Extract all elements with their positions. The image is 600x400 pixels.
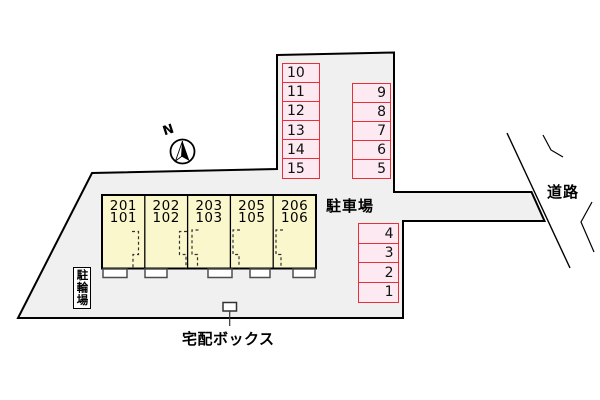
- unit-lower-number: 102: [152, 209, 180, 226]
- unit-lower-number: 106: [280, 209, 309, 226]
- entrance-path: [132, 230, 140, 269]
- compass-icon: [169, 138, 196, 165]
- unit-upper-number: 203: [195, 198, 223, 214]
- unit-lower-number: 105: [238, 209, 266, 226]
- entrance-path: [191, 229, 199, 269]
- road-edge-line: [506, 132, 571, 269]
- porch: [102, 268, 128, 279]
- building-units: 201 101 202 102 203 103 205 105 206 106: [102, 195, 316, 245]
- unit-upper-number: 201: [109, 198, 138, 214]
- porch: [249, 268, 271, 279]
- entrance-path: [232, 229, 240, 269]
- parking-space: 11: [282, 82, 320, 103]
- porch: [207, 268, 233, 279]
- unit-cell: 203 103: [188, 195, 231, 245]
- bicycle-parking-sign: 駐輪場: [73, 267, 91, 309]
- parking-space: 9: [352, 82, 391, 104]
- parking-space: 14: [282, 139, 320, 160]
- unit-lower-number: 103: [195, 209, 223, 226]
- parking-space: 4: [358, 223, 399, 245]
- road-break-mark-icon: [542, 134, 564, 158]
- unit-cell: 205 105: [230, 195, 273, 245]
- parking-space: 13: [282, 120, 320, 141]
- porch: [292, 268, 316, 279]
- unit-cell: 201 101: [102, 195, 145, 245]
- parking-space: 5: [352, 158, 391, 180]
- parking-space: 12: [282, 101, 320, 122]
- parking-space: 1: [358, 281, 399, 303]
- entrance-path: [275, 229, 283, 269]
- unit-cell: 206 106: [273, 195, 316, 245]
- unit-lower-number: 101: [109, 209, 138, 226]
- parking-space: 3: [358, 242, 399, 264]
- parking-space: 2: [358, 262, 399, 284]
- parking-space: 10: [282, 63, 320, 84]
- parking-space: 6: [352, 139, 391, 161]
- bicycle-parking-label: 駐輪場: [75, 269, 90, 307]
- delivery-box-marker: [222, 301, 238, 312]
- unit-cell: 202 102: [145, 195, 188, 245]
- unit-upper-number: 206: [280, 198, 309, 214]
- road-label: 道路: [547, 183, 580, 201]
- unit-upper-number: 205: [238, 198, 266, 214]
- parking-space: 7: [352, 120, 391, 142]
- parking-lot-label: 駐車場: [326, 197, 375, 215]
- porch: [144, 268, 168, 279]
- parking-space: 8: [352, 101, 391, 123]
- unit-upper-number: 202: [152, 198, 180, 214]
- road-break-mark-icon: [580, 201, 595, 253]
- entrance-path: [178, 230, 187, 269]
- parking-space: 15: [282, 158, 320, 180]
- delivery-box-label: 宅配ボックス: [182, 330, 275, 348]
